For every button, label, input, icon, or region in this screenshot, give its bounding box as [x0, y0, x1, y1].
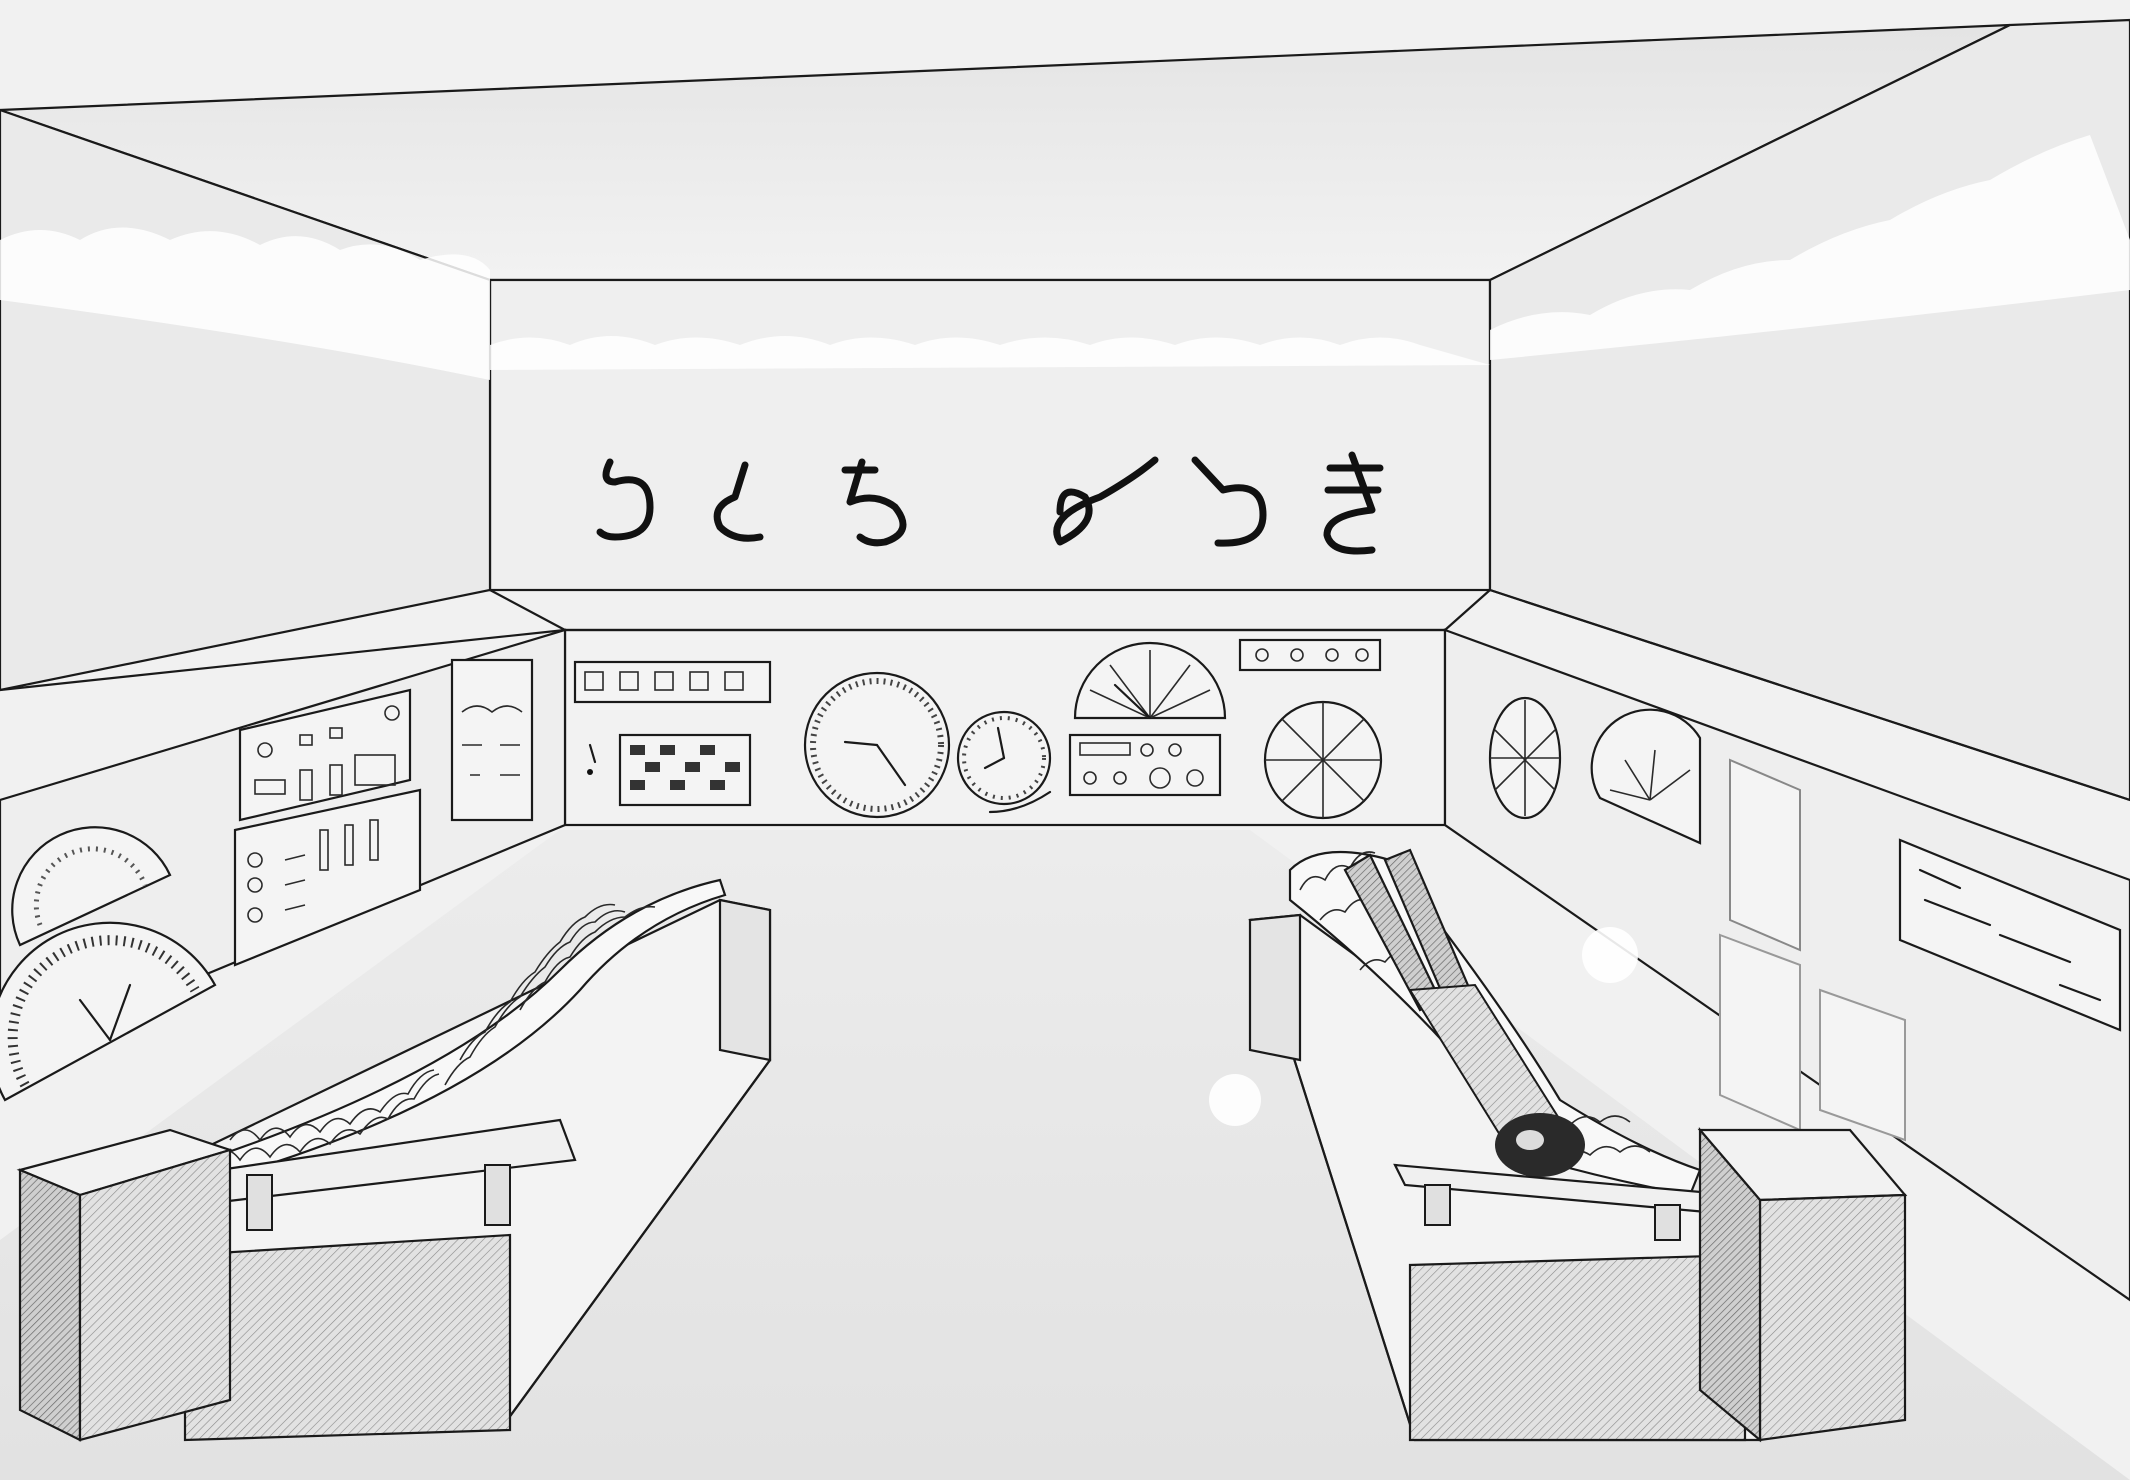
left-bed [16, 878, 772, 1442]
cloud-band [0, 135, 2130, 380]
back-wall [488, 278, 1492, 592]
dial [803, 671, 951, 819]
sign-glyph [1323, 451, 1384, 555]
right-bed [1248, 848, 1908, 1443]
switch-panel [238, 688, 412, 822]
back-console [488, 588, 1492, 827]
right-console [1443, 588, 2130, 1302]
sign-glyph [841, 458, 907, 547]
indicator-panel [450, 658, 534, 822]
lamp-strip [1238, 638, 1382, 672]
sign-glyph [596, 458, 654, 541]
dial [1488, 696, 1562, 820]
dial [1073, 641, 1227, 720]
sign-glyph [1191, 456, 1267, 547]
dial [956, 710, 1052, 814]
dial [1590, 708, 1702, 845]
wall-sign [596, 451, 1384, 555]
left-console [0, 628, 567, 1102]
sleeping-person [1343, 848, 1585, 1177]
light-speck [1209, 1074, 1261, 1126]
wall-screen [1729, 758, 1801, 952]
control-panel [233, 788, 422, 967]
light-speck [1582, 927, 1638, 983]
dial [0, 921, 217, 1102]
dial [1263, 700, 1383, 820]
dial [11, 826, 172, 947]
cushion-mattress [188, 878, 727, 1187]
sign-glyph [1053, 456, 1159, 546]
indicator-panel [1898, 838, 2122, 1032]
sign-glyph [713, 461, 764, 542]
wall-screen [1719, 933, 1801, 1132]
wall-screen [1819, 988, 1906, 1142]
